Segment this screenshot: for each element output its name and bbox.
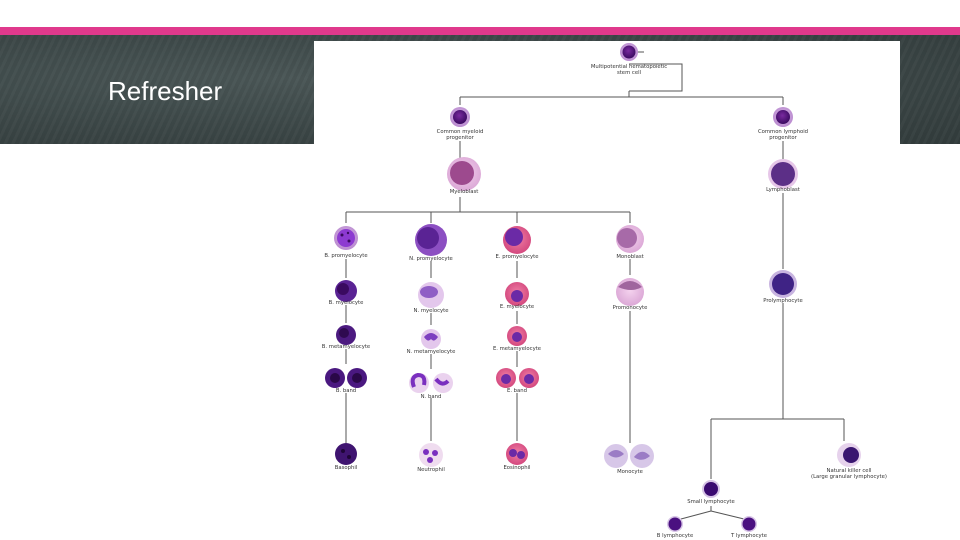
lymphoblast-label: Lymphoblast xyxy=(766,187,800,193)
b-lymphocyte: B lymphocyte xyxy=(657,516,693,539)
n-band-label: N. band xyxy=(421,394,442,400)
b-band-label: B. band xyxy=(336,388,356,394)
b-myelocyte: B. myelocyte xyxy=(329,280,364,306)
n-metamyelocyte: N. metamyelocyte xyxy=(407,329,456,355)
n-promyelocyte-label: N. promyelocyte xyxy=(409,256,453,262)
promonocyte-label: Promonocyte xyxy=(613,305,648,311)
lymphoid-progenitor-label-2: progenitor xyxy=(769,135,797,141)
n-promyelocyte: N. promyelocyte xyxy=(409,224,453,262)
myeloid-progenitor-label-1: Common myeloid xyxy=(437,129,484,135)
n-metamyelocyte-label: N. metamyelocyte xyxy=(407,349,456,355)
monoblast: Monoblast xyxy=(616,225,644,260)
nk-cell-label-1: Natural killer cell xyxy=(827,468,872,474)
stem-cell-label-2: stem cell xyxy=(617,70,641,76)
small-lymphocyte: Small lymphocyte xyxy=(687,480,735,505)
eosinophil: Eosinophil xyxy=(503,443,531,471)
e-band-label: E. band xyxy=(507,388,527,394)
n-myelocyte: N. myelocyte xyxy=(414,282,449,314)
monocyte: Monocyte xyxy=(604,444,654,475)
stem-cell: Multipotential hematopoietic stem cell xyxy=(591,43,667,76)
b-band: B. band xyxy=(325,368,367,394)
monoblast-label: Monoblast xyxy=(616,254,643,260)
b-promyelocyte: B. promyelocyte xyxy=(324,226,368,259)
e-promyelocyte-label: E. promyelocyte xyxy=(495,254,538,260)
e-myelocyte-label: E. myelocyte xyxy=(500,304,534,310)
b-myelocyte-label: B. myelocyte xyxy=(329,300,364,306)
prolymphocyte: Prolymphocyte xyxy=(763,270,803,304)
basophil-label: Basophil xyxy=(335,465,358,471)
nk-cell: Natural killer cell (Large granular lymp… xyxy=(811,443,887,480)
e-myelocyte: E. myelocyte xyxy=(500,282,534,310)
stem-cell-label-1: Multipotential hematopoietic xyxy=(591,64,667,70)
hematopoiesis-diagram: Multipotential hematopoietic stem cell C… xyxy=(314,41,900,540)
b-metamyelocyte: B. metamyelocyte xyxy=(322,325,370,350)
promonocyte: Promonocyte xyxy=(613,278,648,311)
b-lymphocyte-label: B lymphocyte xyxy=(657,533,693,539)
basophil: Basophil xyxy=(335,443,358,471)
lymphoid-progenitor: Common lymphoid progenitor xyxy=(758,107,808,141)
myeloblast: Myeloblast xyxy=(447,157,481,195)
monocyte-label: Monocyte xyxy=(617,469,643,475)
t-lymphocyte: T lymphocyte xyxy=(730,516,767,539)
e-metamyelocyte: E. metamyelocyte xyxy=(493,326,541,352)
accent-bar xyxy=(0,27,960,35)
neutrophil-label: Neutrophil xyxy=(417,467,445,473)
myeloid-progenitor: Common myeloid progenitor xyxy=(437,107,484,141)
neutrophil: Neutrophil xyxy=(417,443,445,473)
e-metamyelocyte-label: E. metamyelocyte xyxy=(493,346,541,352)
b-promyelocyte-label: B. promyelocyte xyxy=(324,253,367,259)
lymphoblast: Lymphoblast xyxy=(766,159,800,193)
eosinophil-label: Eosinophil xyxy=(503,465,530,471)
e-promyelocyte: E. promyelocyte xyxy=(495,226,539,260)
myeloid-progenitor-label-2: progenitor xyxy=(446,135,474,141)
n-myelocyte-label: N. myelocyte xyxy=(414,308,449,314)
b-metamyelocyte-label: B. metamyelocyte xyxy=(322,344,370,350)
n-band: N. band xyxy=(409,372,453,400)
t-lymphocyte-label: T lymphocyte xyxy=(730,533,767,539)
e-band: E. band xyxy=(496,368,539,394)
slide-title: Refresher xyxy=(108,76,223,106)
nk-cell-label-2: (Large granular lymphocyte) xyxy=(811,474,887,480)
myeloblast-label: Myeloblast xyxy=(450,189,479,195)
prolymphocyte-label: Prolymphocyte xyxy=(763,298,803,304)
small-lymphocyte-label: Small lymphocyte xyxy=(687,499,735,505)
lymphoid-progenitor-label-1: Common lymphoid xyxy=(758,129,808,135)
connector-lines xyxy=(345,51,845,520)
